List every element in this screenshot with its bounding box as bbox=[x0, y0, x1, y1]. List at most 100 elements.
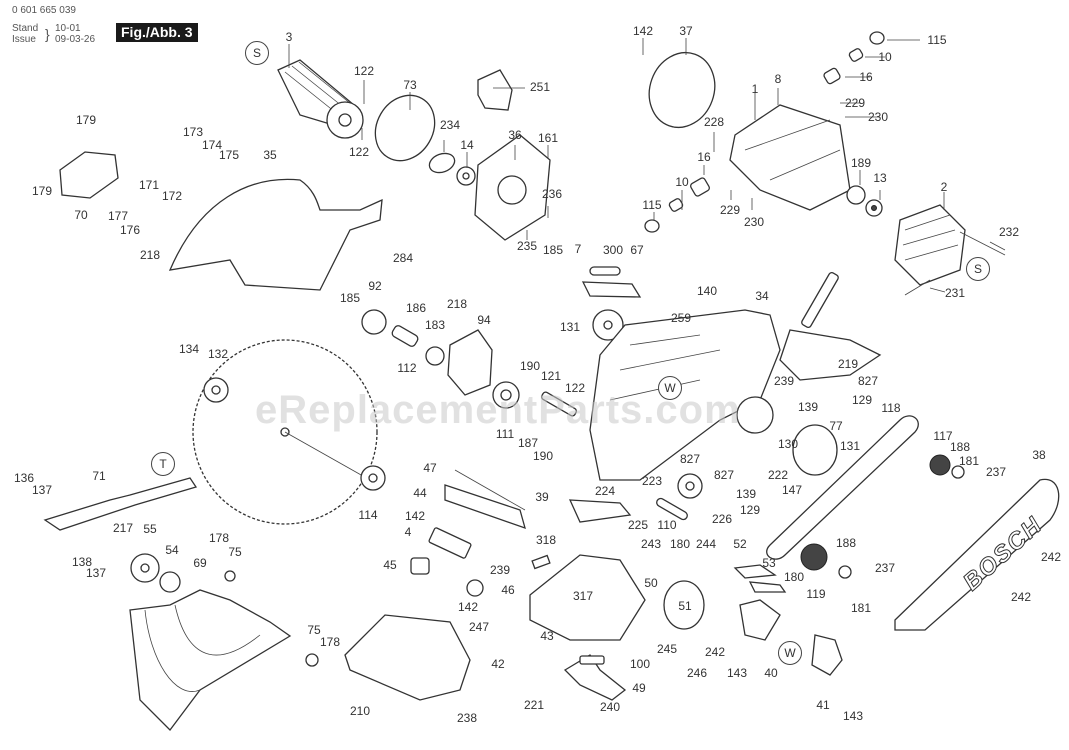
part-label-110[interactable]: 110 bbox=[657, 518, 677, 532]
part-label-176[interactable]: 176 bbox=[119, 223, 141, 237]
part-label-240[interactable]: 240 bbox=[599, 700, 621, 714]
part-label-245[interactable]: 245 bbox=[656, 642, 678, 656]
part-label-142[interactable]: 142 bbox=[457, 600, 479, 614]
part-label-177[interactable]: 177 bbox=[107, 209, 129, 223]
part-label-237[interactable]: 237 bbox=[985, 465, 1007, 479]
part-label-10[interactable]: 10 bbox=[878, 50, 892, 64]
part-label-219[interactable]: 219 bbox=[837, 357, 859, 371]
part-label-230[interactable]: 230 bbox=[743, 215, 765, 229]
part-label-231[interactable]: 231 bbox=[944, 286, 966, 300]
part-label-218[interactable]: 218 bbox=[139, 248, 161, 262]
part-label-161[interactable]: 161 bbox=[537, 131, 559, 145]
wrench-71[interactable] bbox=[43, 477, 198, 531]
part-label-246[interactable]: 246 bbox=[686, 666, 708, 680]
part-label-54[interactable]: 54 bbox=[165, 543, 179, 557]
drive-belt-118[interactable] bbox=[766, 415, 919, 560]
part-label-112[interactable]: 112 bbox=[397, 361, 417, 375]
part-label-119[interactable]: 119 bbox=[806, 587, 826, 601]
part-label-100[interactable]: 100 bbox=[629, 657, 651, 671]
part-label-131[interactable]: 131 bbox=[839, 439, 861, 453]
part-label-188[interactable]: 188 bbox=[949, 440, 971, 454]
part-label-178[interactable]: 178 bbox=[208, 531, 230, 545]
part-label-221[interactable]: 221 bbox=[523, 698, 545, 712]
part-label-49[interactable]: 49 bbox=[632, 681, 646, 695]
part-label-251[interactable]: 251 bbox=[529, 80, 551, 94]
part-label-1[interactable]: 1 bbox=[751, 82, 759, 96]
part-label-40[interactable]: 40 bbox=[764, 666, 778, 680]
part-label-45[interactable]: 45 bbox=[383, 558, 397, 572]
part-label-53[interactable]: 53 bbox=[762, 556, 776, 570]
gear-cover-94[interactable] bbox=[447, 329, 493, 396]
part-label-236[interactable]: 236 bbox=[541, 187, 563, 201]
part-label-122[interactable]: 122 bbox=[348, 145, 370, 159]
part-label-142[interactable]: 142 bbox=[404, 509, 426, 523]
part-label-225[interactable]: 225 bbox=[627, 518, 649, 532]
part-label-239[interactable]: 239 bbox=[773, 374, 795, 388]
part-label-77[interactable]: 77 bbox=[829, 419, 843, 433]
part-label-132[interactable]: 132 bbox=[207, 347, 229, 361]
part-label-16[interactable]: 16 bbox=[859, 70, 873, 84]
part-label-115[interactable]: 115 bbox=[927, 33, 947, 47]
part-label-43[interactable]: 43 bbox=[540, 629, 554, 643]
lower-guard-69[interactable] bbox=[129, 589, 292, 731]
part-label-185[interactable]: 185 bbox=[542, 243, 564, 257]
part-label-75[interactable]: 75 bbox=[228, 545, 242, 559]
part-label-189[interactable]: 189 bbox=[850, 156, 872, 170]
part-label-143[interactable]: 143 bbox=[726, 666, 748, 680]
armature-part[interactable] bbox=[277, 59, 364, 139]
part-label-827[interactable]: 827 bbox=[857, 374, 879, 388]
part-label-827[interactable]: 827 bbox=[713, 468, 735, 482]
part-label-38[interactable]: 38 bbox=[1032, 448, 1046, 462]
part-label-186[interactable]: 186 bbox=[405, 301, 427, 315]
part-label-222[interactable]: 222 bbox=[767, 468, 789, 482]
part-label-137[interactable]: 137 bbox=[85, 566, 107, 580]
part-label-55[interactable]: 55 bbox=[143, 522, 157, 536]
part-label-172[interactable]: 172 bbox=[161, 189, 183, 203]
part-label-122[interactable]: 122 bbox=[353, 64, 375, 78]
part-label-118[interactable]: 118 bbox=[881, 401, 901, 415]
part-label-259[interactable]: 259 bbox=[670, 311, 692, 325]
part-label-10[interactable]: 10 bbox=[675, 175, 689, 189]
part-label-142[interactable]: 142 bbox=[632, 24, 654, 38]
part-label-14[interactable]: 14 bbox=[460, 138, 474, 152]
part-label-224[interactable]: 224 bbox=[594, 484, 616, 498]
part-label-180[interactable]: 180 bbox=[669, 537, 691, 551]
part-label-134[interactable]: 134 bbox=[178, 342, 200, 356]
part-label-230[interactable]: 230 bbox=[867, 110, 889, 124]
ring-73[interactable] bbox=[364, 85, 446, 172]
part-label-179[interactable]: 179 bbox=[75, 113, 97, 127]
part-label-187[interactable]: 187 bbox=[517, 436, 539, 450]
part-label-139[interactable]: 139 bbox=[735, 487, 757, 501]
part-label-46[interactable]: 46 bbox=[501, 583, 515, 597]
handle-frame-42[interactable] bbox=[344, 614, 471, 701]
part-label-115[interactable]: 115 bbox=[642, 198, 662, 212]
part-label-122[interactable]: 122 bbox=[564, 381, 586, 395]
part-label-247[interactable]: 247 bbox=[468, 620, 490, 634]
part-label-2[interactable]: 2 bbox=[940, 180, 948, 194]
part-label-51[interactable]: 51 bbox=[678, 599, 692, 613]
part-label-171[interactable]: 171 bbox=[138, 178, 160, 192]
part-label-37[interactable]: 37 bbox=[679, 24, 693, 38]
brush-cover-37[interactable] bbox=[639, 43, 725, 136]
part-label-242[interactable]: 242 bbox=[704, 645, 726, 659]
part-label-217[interactable]: 217 bbox=[112, 521, 134, 535]
part-label-70[interactable]: 70 bbox=[74, 208, 88, 222]
part-label-35[interactable]: 35 bbox=[263, 148, 277, 162]
part-label-67[interactable]: 67 bbox=[630, 243, 644, 257]
part-label-188[interactable]: 188 bbox=[835, 536, 857, 550]
part-label-179[interactable]: 179 bbox=[31, 184, 53, 198]
part-label-7[interactable]: 7 bbox=[574, 242, 582, 256]
part-label-111[interactable]: 111 bbox=[495, 427, 515, 441]
part-label-41[interactable]: 41 bbox=[816, 698, 830, 712]
part-label-3[interactable]: 3 bbox=[285, 30, 293, 44]
part-label-121[interactable]: 121 bbox=[540, 369, 562, 383]
field-stator-2[interactable] bbox=[894, 204, 966, 286]
part-label-52[interactable]: 52 bbox=[733, 537, 747, 551]
part-label-117[interactable]: 117 bbox=[933, 429, 953, 443]
part-label-232[interactable]: 232 bbox=[998, 225, 1020, 239]
part-label-69[interactable]: 69 bbox=[193, 556, 207, 570]
part-label-140[interactable]: 140 bbox=[696, 284, 718, 298]
part-label-139[interactable]: 139 bbox=[797, 400, 819, 414]
part-label-242[interactable]: 242 bbox=[1010, 590, 1032, 604]
part-label-181[interactable]: 181 bbox=[850, 601, 872, 615]
